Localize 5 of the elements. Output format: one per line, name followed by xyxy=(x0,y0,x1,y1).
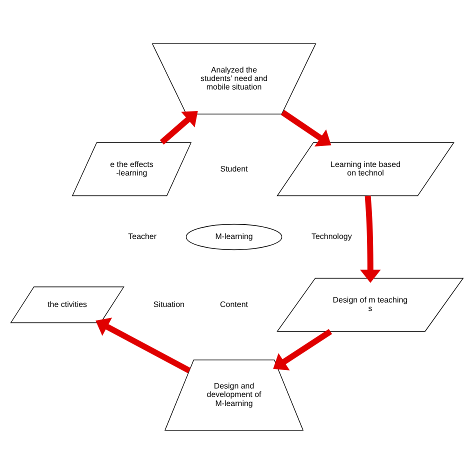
arrow xyxy=(96,318,191,374)
arrow xyxy=(273,328,332,370)
arrow xyxy=(280,110,332,146)
arrow xyxy=(360,196,381,283)
arrow xyxy=(160,111,198,145)
